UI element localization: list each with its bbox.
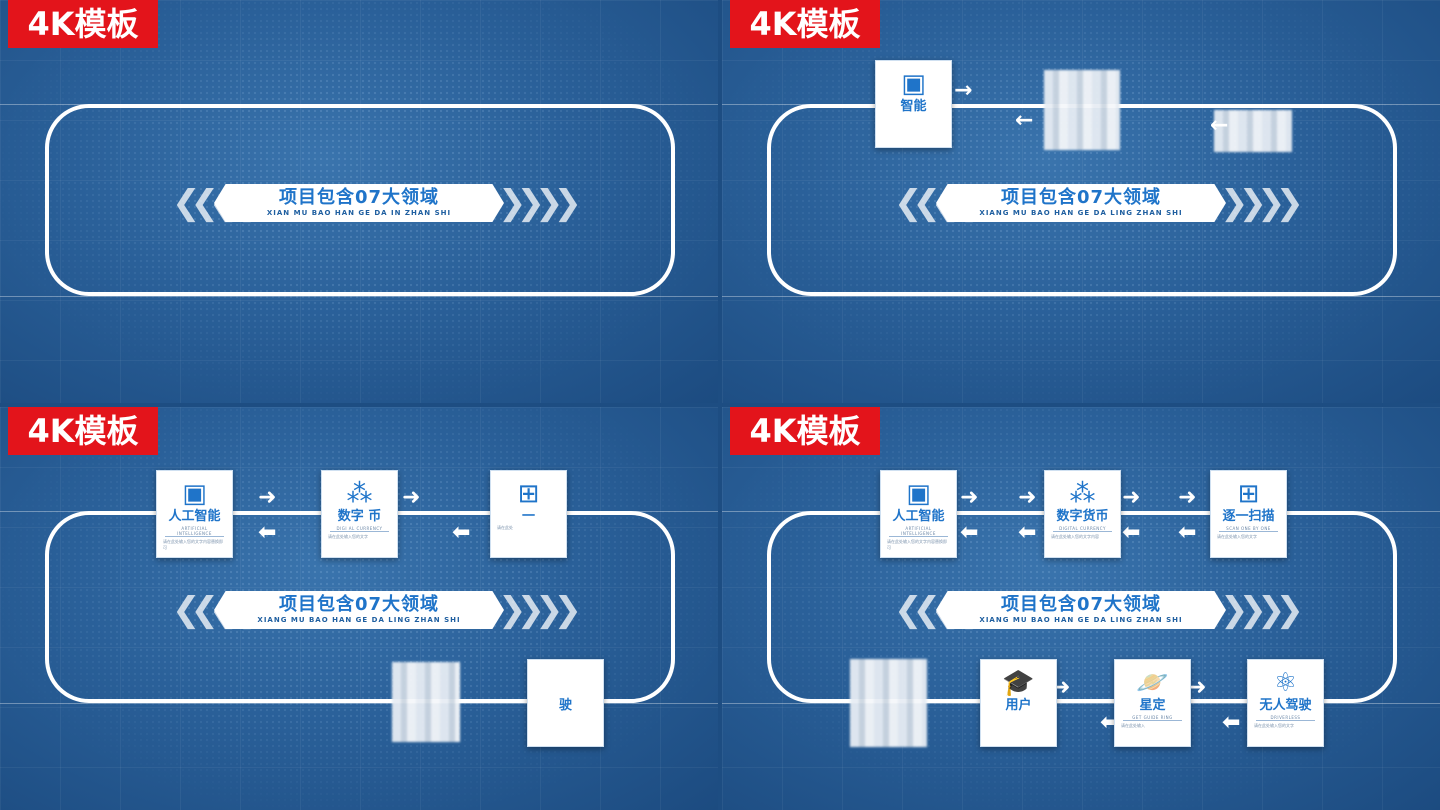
card-title: 智能 xyxy=(900,99,927,114)
banner-subtitle: XIANG MU BAO HAN GE DA LING ZHAN SHI xyxy=(979,209,1183,217)
user-board-icon: ▣ xyxy=(182,479,207,509)
arrow-left-icon: ← xyxy=(1015,108,1034,133)
arrow-right-icon: ➜ xyxy=(258,485,277,510)
card-subtitle: DIGITAL CURRENCY xyxy=(1053,526,1112,532)
domain-card: 🪐星定 GET GUIDE RING 请在此处输入 xyxy=(1114,659,1191,747)
domain-card: ⊞一请在此处 xyxy=(490,470,567,558)
grid-line xyxy=(722,703,1440,704)
domain-card: ▣人工智能 ARTIFICIAL INTELLIGENCE 请在此处输入您的文字内容… xyxy=(880,470,957,558)
card-subtitle: ARTIFICIAL INTELLIGENCE xyxy=(889,526,948,537)
chevrons-right-icon: ❯❯❯❯ xyxy=(498,590,582,630)
molecule-icon: ⁂ xyxy=(346,479,373,509)
graduation-cap-icon: 🎓 xyxy=(1002,668,1035,698)
banner-title: 项目包含07大领域 xyxy=(1000,594,1162,615)
arrow-left-icon: ← xyxy=(1210,113,1229,138)
banner-title: 项目包含07大领域 xyxy=(1000,187,1162,208)
chevrons-right-icon: ❯❯❯❯ xyxy=(1220,590,1304,630)
blurred-card xyxy=(1044,70,1120,150)
arrow-right-icon: ➜ xyxy=(1178,485,1197,510)
blurred-card xyxy=(850,659,927,747)
template-badge: 4K模板 xyxy=(730,407,880,455)
card-title: 无人驾驶 xyxy=(1259,698,1312,713)
arrow-left-icon: ⬅ xyxy=(1122,520,1141,545)
domain-card: 🎓用户 xyxy=(980,659,1057,747)
windows-icon: ⊞ xyxy=(517,479,540,509)
card-title: 逐一扫描 xyxy=(1222,509,1275,524)
grid-line xyxy=(0,296,718,297)
arrow-left-icon: ⬅ xyxy=(1178,520,1197,545)
card-description: 请在此处输入您的文字内容替换即可 xyxy=(163,539,223,550)
arrow-left-icon: ⬅ xyxy=(1222,710,1241,735)
card-description: 请在此处输入您的文字 xyxy=(328,534,368,539)
arrow-left-icon: ⬅ xyxy=(258,520,277,545)
banner-subtitle: XIAN MU BAO HAN GE DA IN ZHAN SHI xyxy=(266,209,452,217)
atom-icon: ⚛ xyxy=(1273,668,1298,698)
arrow-left-icon: ⬅ xyxy=(452,520,471,545)
card-description: 请在此处输入您的文字内容 xyxy=(1051,534,1099,539)
blurred-card xyxy=(1214,110,1292,152)
arrow-left-icon: ⬅ xyxy=(960,520,979,545)
chevrons-right-icon: ❯❯❯❯ xyxy=(498,183,582,223)
domain-card: 驶 xyxy=(527,659,604,747)
banner-subtitle: XIANG MU BAO HAN GE DA LING ZHAN SHI xyxy=(979,616,1183,624)
card-title: 人工智能 xyxy=(892,509,945,524)
template-badge: 4K模板 xyxy=(8,407,158,455)
card-title: 数字 币 xyxy=(337,509,382,524)
user-board-icon: ▣ xyxy=(901,69,926,99)
card-subtitle: DIGI AL CURRENCY xyxy=(330,526,389,532)
user-board-icon: ▣ xyxy=(906,479,931,509)
card-title: 驶 xyxy=(558,698,572,713)
domain-card: ⚛无人驾驶 DRIVERLESS 请在此处输入您的文字 xyxy=(1247,659,1324,747)
card-description: 请在此处输入您的文字内容替换即可 xyxy=(887,539,947,550)
card-subtitle: SCAN ONE BY ONE xyxy=(1219,526,1278,532)
card-title: 人工智能 xyxy=(168,509,221,524)
domain-card: ▣智能 xyxy=(875,60,952,148)
card-subtitle: DRIVERLESS xyxy=(1256,715,1315,721)
loop-frame xyxy=(45,104,675,296)
planet-icon: 🪐 xyxy=(1136,668,1169,698)
grid-line xyxy=(722,296,1440,297)
card-subtitle: GET GUIDE RING xyxy=(1123,715,1182,721)
blurred-card xyxy=(392,662,460,742)
arrow-right-icon: → xyxy=(954,78,973,103)
card-description: 请在此处输入 xyxy=(1121,723,1145,728)
banner-title: 项目包含07大领域 xyxy=(278,594,440,615)
icon-placeholder xyxy=(528,668,603,698)
windows-icon: ⊞ xyxy=(1237,479,1260,509)
banner-title: 项目包含07大领域 xyxy=(278,187,440,208)
arrow-left-icon: ⬅ xyxy=(1018,520,1037,545)
arrow-right-icon: ➜ xyxy=(402,485,421,510)
domain-card: ⁂数字 币 DIGI AL CURRENCY 请在此处输入您的文字 xyxy=(321,470,398,558)
card-title: 一 xyxy=(521,509,535,524)
chevrons-right-icon: ❯❯❯❯ xyxy=(1220,183,1304,223)
arrow-left-icon: ⬅ xyxy=(1100,710,1119,735)
template-badge: 4K模板 xyxy=(730,0,880,48)
arrow-right-icon: ➜ xyxy=(960,485,979,510)
card-description: 请在此处输入您的文字 xyxy=(1217,534,1257,539)
template-badge: 4K模板 xyxy=(8,0,158,48)
card-description: 请在此处输入您的文字 xyxy=(1254,723,1294,728)
card-title: 星定 xyxy=(1139,698,1166,713)
card-title: 用户 xyxy=(1005,698,1032,713)
card-description: 请在此处 xyxy=(497,525,513,530)
domain-card: ▣人工智能 ARTIFICIAL INTELLIGENCE 请在此处输入您的文字内容… xyxy=(156,470,233,558)
arrow-right-icon: ➜ xyxy=(1018,485,1037,510)
domain-card: ⊞逐一扫描 SCAN ONE BY ONE 请在此处输入您的文字 xyxy=(1210,470,1287,558)
arrow-right-icon: ➜ xyxy=(1188,675,1207,700)
card-title: 数字货币 xyxy=(1056,509,1109,524)
molecule-icon: ⁂ xyxy=(1069,479,1096,509)
grid-line xyxy=(0,703,718,704)
arrow-right-icon: ➜ xyxy=(1122,485,1141,510)
card-subtitle: ARTIFICIAL INTELLIGENCE xyxy=(165,526,224,537)
domain-card: ⁂数字货币 DIGITAL CURRENCY 请在此处输入您的文字内容 xyxy=(1044,470,1121,558)
banner-subtitle: XIANG MU BAO HAN GE DA LING ZHAN SHI xyxy=(257,616,461,624)
